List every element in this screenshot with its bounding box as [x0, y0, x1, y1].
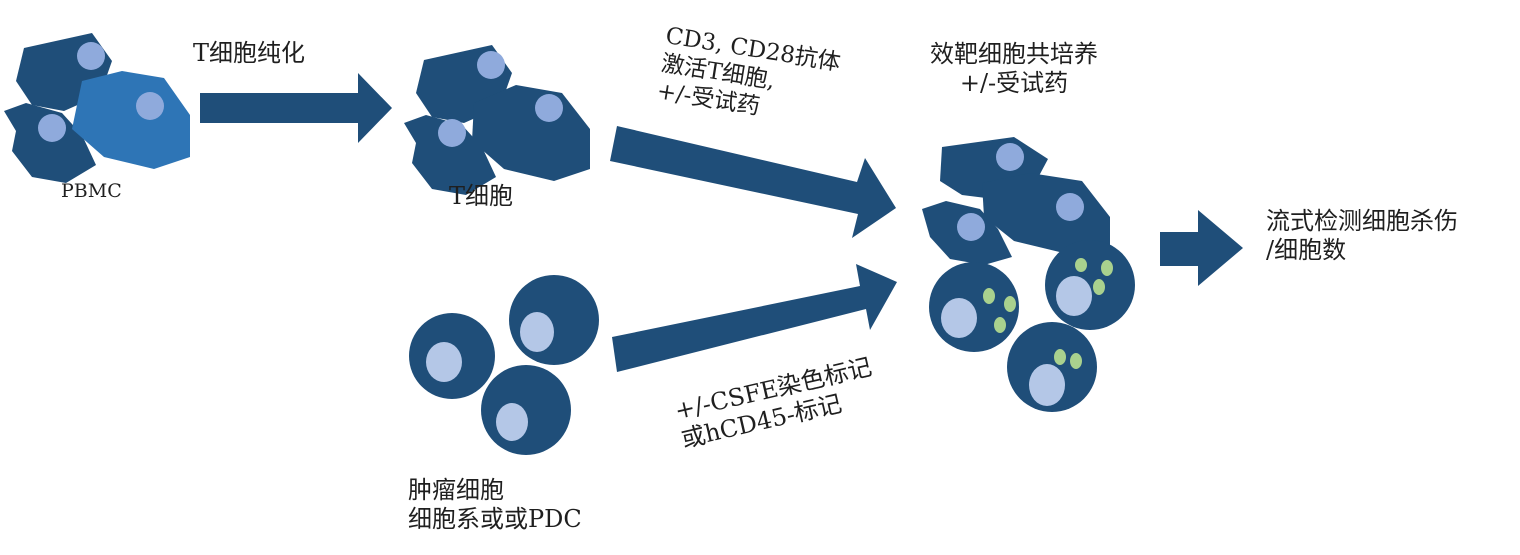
green-dot: [1070, 353, 1082, 369]
nucleus: [136, 92, 164, 120]
green-dot: [1004, 296, 1016, 312]
tumor-nucleus: [496, 403, 528, 441]
arrow-activation: [610, 126, 896, 238]
coculture-tumor-cells: [929, 240, 1135, 412]
label-coculture-line1: 效靶细胞共培养: [930, 40, 1098, 68]
tumor-nucleus: [426, 342, 462, 382]
label-pbmc: PBMC: [61, 180, 122, 202]
tumor-nucleus: [1029, 364, 1065, 406]
tumor-nucleus: [941, 298, 977, 338]
nucleus: [996, 143, 1024, 171]
green-dot: [994, 317, 1006, 333]
tumor-cell: [481, 365, 571, 455]
green-dot: [1093, 279, 1105, 295]
pbmc-cluster: [4, 33, 190, 183]
label-tumor-line1: 肿瘤细胞: [408, 476, 504, 504]
nucleus: [438, 119, 466, 147]
label-purify-step: T细胞纯化: [193, 39, 306, 67]
nucleus: [77, 42, 105, 70]
label-tumor-line2: 细胞系或或PDC: [408, 505, 582, 534]
arrows: [200, 73, 1243, 372]
label-readout-line1: 流式检测细胞杀伤: [1266, 207, 1458, 235]
t-cell-cluster: [404, 45, 590, 195]
tumor-cells: [409, 275, 599, 455]
label-coculture: 效靶细胞共培养 +/-受试药: [930, 40, 1098, 99]
label-t-cells: T细胞: [449, 182, 514, 210]
label-readout-line2: /细胞数: [1266, 236, 1347, 265]
green-dot: [1101, 260, 1113, 276]
label-coculture-line2: +/-受试药: [959, 69, 1069, 98]
nucleus: [957, 213, 985, 241]
nucleus: [477, 51, 505, 79]
nucleus: [38, 114, 66, 142]
green-dot: [1054, 349, 1066, 365]
t-cell-shape: [404, 115, 496, 195]
tumor-nucleus: [520, 312, 554, 352]
tumor-nucleus: [1056, 276, 1092, 316]
tumor-cell: [509, 275, 599, 365]
coculture-t-cells: [922, 137, 1110, 265]
arrow-tumor: [612, 264, 897, 372]
pbmc-cell-dark: [4, 103, 96, 183]
label-tumor: 肿瘤细胞 细胞系或或PDC: [408, 476, 582, 535]
arrow-readout: [1160, 210, 1243, 286]
green-dot: [1075, 258, 1087, 272]
arrow-purify: [200, 73, 392, 143]
nucleus: [1056, 193, 1084, 221]
label-readout: 流式检测细胞杀伤 /细胞数: [1266, 207, 1458, 266]
nucleus: [535, 94, 563, 122]
green-dot: [983, 288, 995, 304]
tumor-cell: [1045, 240, 1135, 330]
pbmc-cell-medium: [72, 71, 190, 169]
t-cell-shape: [982, 173, 1110, 255]
